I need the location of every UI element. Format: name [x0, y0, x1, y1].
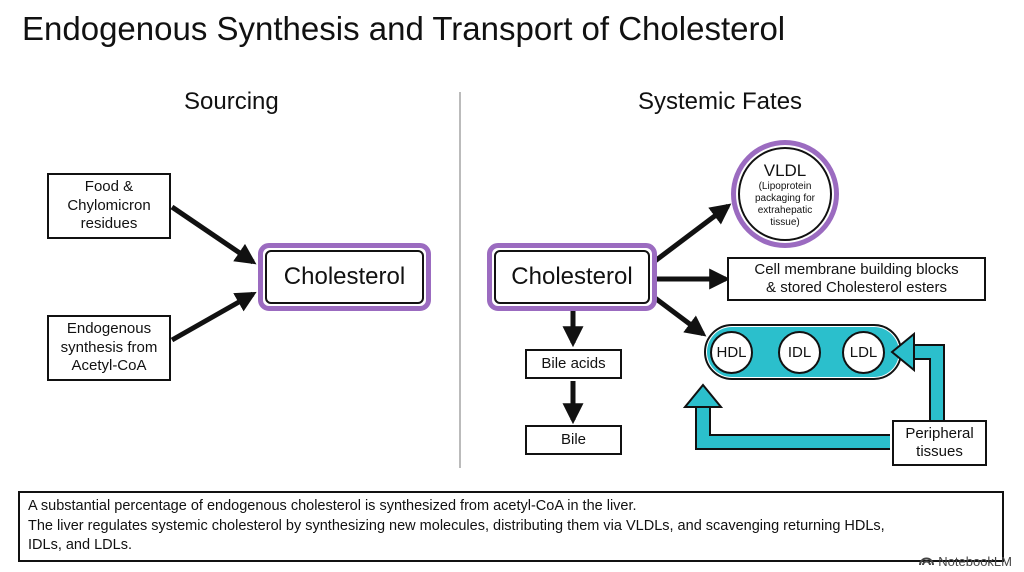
arrow-cholesterol-to-vldl [653, 203, 732, 263]
vldl-node: VLDL (Lipoprotein packaging for extrahep… [731, 140, 839, 248]
food-chylomicron-box: Food & Chylomicron residues [47, 173, 171, 239]
brand-mark: NotebookLM [919, 554, 1012, 569]
arrow-cholesterol-to-hdl [653, 296, 707, 337]
notebooklm-icon [919, 554, 935, 569]
arrow-synthesis-to-cholesterol [170, 291, 257, 343]
note-line-2: The liver regulates systemic cholesterol… [28, 517, 885, 554]
fates-cholesterol-label: Cholesterol [494, 250, 650, 304]
sourcing-heading: Sourcing [184, 88, 279, 115]
peripheral-tissues-box: Peripheral tissues [892, 420, 987, 466]
return-arrow-right [913, 346, 943, 420]
section-divider [459, 92, 461, 468]
brand-label: NotebookLM [938, 554, 1012, 569]
summary-note: A substantial percentage of endogenous c… [18, 491, 1004, 562]
membrane-box: Cell membrane building blocks & stored C… [727, 257, 986, 301]
return-arrow-left-head [682, 383, 724, 408]
arrow-food-to-cholesterol [170, 204, 257, 265]
note-line-1: A substantial percentage of endogenous c… [28, 498, 637, 514]
return-arrow-left [697, 404, 890, 448]
fates-cholesterol-node: Cholesterol [487, 243, 657, 311]
idl-node: IDL [778, 331, 821, 374]
bile-acids-box: Bile acids [525, 349, 622, 379]
vldl-name: VLDL [763, 161, 807, 180]
return-arrow-right-head [890, 331, 915, 373]
systemic-fates-heading: Systemic Fates [638, 88, 803, 115]
endogenous-synthesis-box: Endogenous synthesis from Acetyl-CoA [47, 315, 171, 381]
hdl-node: HDL [710, 331, 753, 374]
vldl-description: (Lipoprotein packaging for extrahepatic … [754, 181, 816, 228]
bile-box: Bile [525, 425, 622, 455]
ldl-node: LDL [842, 331, 885, 374]
sourcing-cholesterol-node: Cholesterol [258, 243, 431, 311]
page-title: Endogenous Synthesis and Transport of Ch… [22, 10, 786, 47]
sourcing-cholesterol-label: Cholesterol [265, 250, 424, 304]
